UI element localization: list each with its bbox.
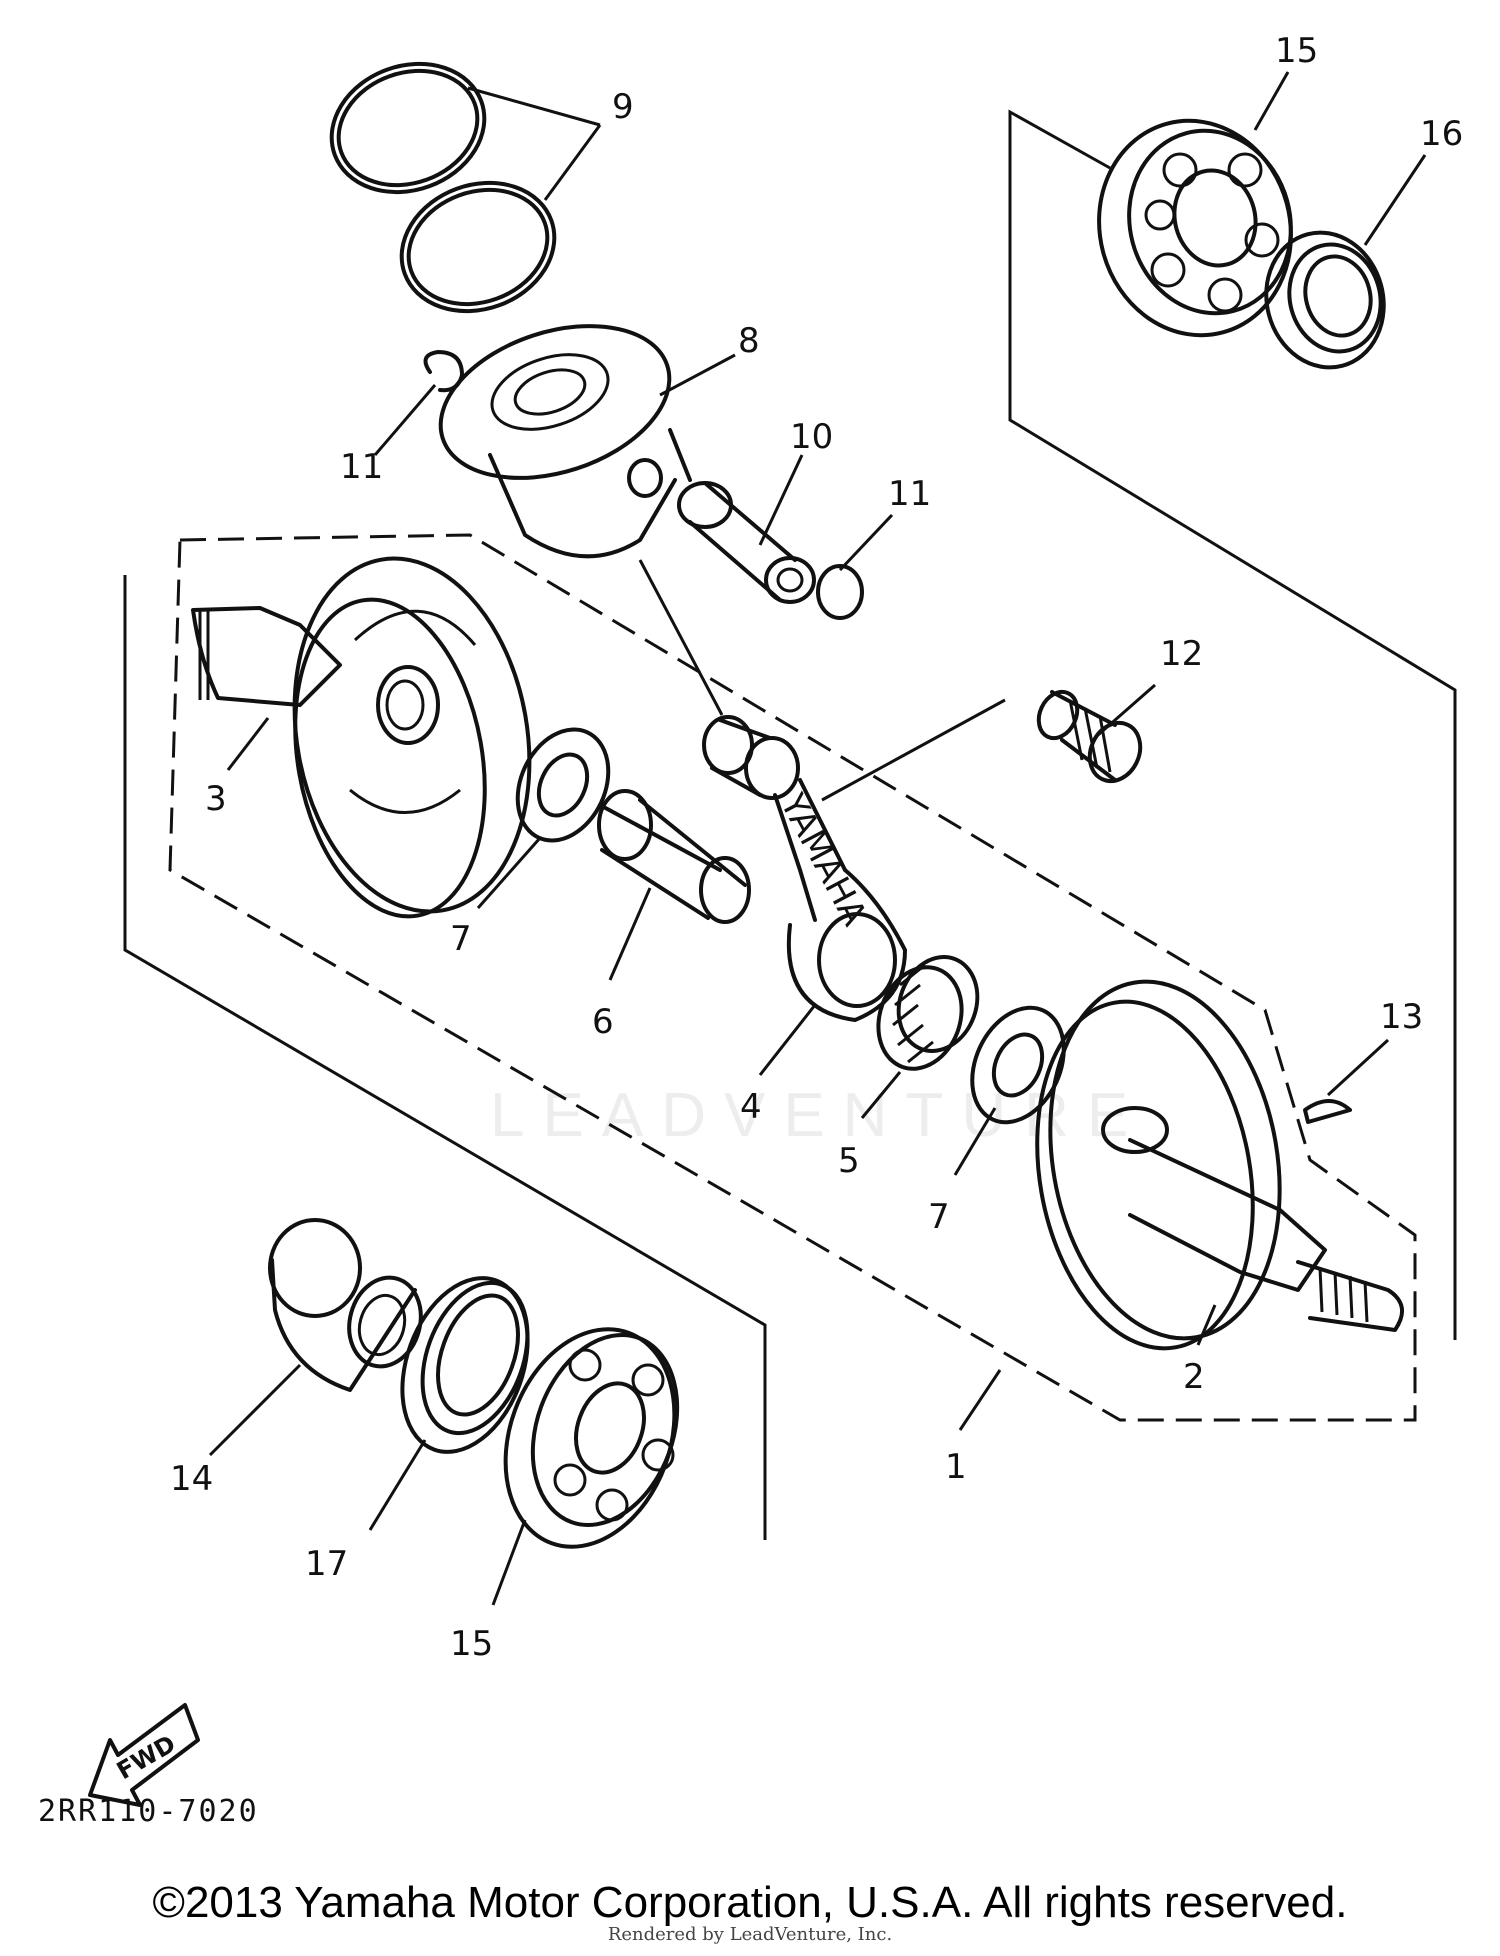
piston-pin	[677, 481, 816, 604]
crank-half-right	[1035, 979, 1404, 1351]
main-bearing-lower	[503, 1327, 680, 1549]
callout-5: 5	[838, 1141, 860, 1181]
callout-6: 6	[592, 1002, 614, 1042]
leader-14	[208, 1363, 302, 1457]
callout-3: 3	[205, 779, 227, 819]
leader-6	[608, 887, 652, 981]
small-end-bearing	[1036, 689, 1143, 784]
callout-15-lower: 15	[450, 1624, 493, 1664]
piston-ring-lower	[399, 180, 557, 314]
copyright-notice: ©2013 Yamaha Motor Corporation, U.S.A. A…	[152, 1878, 1348, 1927]
leader-15b	[491, 1519, 527, 1606]
circlip-right	[816, 564, 864, 620]
leader-5	[860, 1071, 902, 1119]
leader-8	[659, 353, 736, 397]
woodruff-key	[1303, 1099, 1352, 1124]
leader-12	[1097, 683, 1156, 737]
callout-11-left: 11	[340, 447, 383, 487]
callout-7-right: 7	[928, 1197, 950, 1237]
callout-16: 16	[1420, 114, 1463, 154]
callout-4: 4	[740, 1087, 762, 1127]
callout-17: 17	[305, 1544, 348, 1584]
leader-13	[1326, 1038, 1390, 1097]
main-bearing-upper	[1097, 118, 1293, 338]
leader-12-to-rod	[821, 698, 1006, 802]
leader-4	[758, 1004, 817, 1076]
bearing-group-bracket	[1008, 109, 1457, 1340]
callout-10: 10	[790, 417, 833, 457]
callout-11-right: 11	[888, 474, 931, 514]
leader-15a	[1253, 71, 1290, 131]
leader-7b	[953, 1107, 997, 1176]
callout-15-upper: 15	[1275, 31, 1318, 71]
leader-piston-to-rod	[638, 559, 724, 716]
leader-10	[758, 454, 804, 546]
forward-arrow-icon: FWD	[88, 1703, 200, 1807]
diagram-code: 2RR110-7020	[38, 1794, 259, 1829]
leader-11a	[373, 384, 437, 456]
crank-half-left	[191, 556, 532, 919]
connecting-rod: YAMAHA	[702, 715, 907, 1022]
callout-8: 8	[738, 321, 760, 361]
callout-9: 9	[612, 87, 634, 127]
big-end-bearing	[876, 955, 980, 1071]
leader-1	[958, 1369, 1002, 1431]
leader-16	[1363, 154, 1427, 246]
leader-11b	[838, 513, 894, 572]
leader-2	[1196, 1304, 1217, 1346]
callout-7-left: 7	[450, 919, 472, 959]
callout-2: 2	[1183, 1357, 1205, 1397]
crank-assembly-outline	[168, 533, 1417, 1422]
rendered-by-notice: Rendered by LeadVenture, Inc.	[607, 1924, 893, 1945]
callout-13: 13	[1380, 997, 1423, 1037]
oil-seal-upper	[1264, 230, 1386, 370]
circlip-left	[423, 350, 464, 393]
leader-17	[368, 1439, 427, 1531]
piston-ring-upper	[329, 61, 487, 195]
oil-seal-lower	[400, 1276, 530, 1454]
callout-14: 14	[170, 1459, 213, 1499]
leader-9b	[543, 124, 602, 201]
piston	[438, 324, 692, 559]
crank-left-bracket	[123, 575, 767, 1540]
leader-9a	[467, 86, 601, 127]
rod-engraving: YAMAHA	[772, 787, 875, 933]
leader-7a	[476, 837, 542, 909]
spacer	[268, 1218, 423, 1392]
leader-3	[226, 717, 270, 771]
exploded-parts-diagram: YAMAHA	[88, 31, 1463, 1807]
callout-1: 1	[945, 1447, 967, 1487]
crank-pin	[597, 789, 751, 924]
callout-12: 12	[1160, 634, 1203, 674]
